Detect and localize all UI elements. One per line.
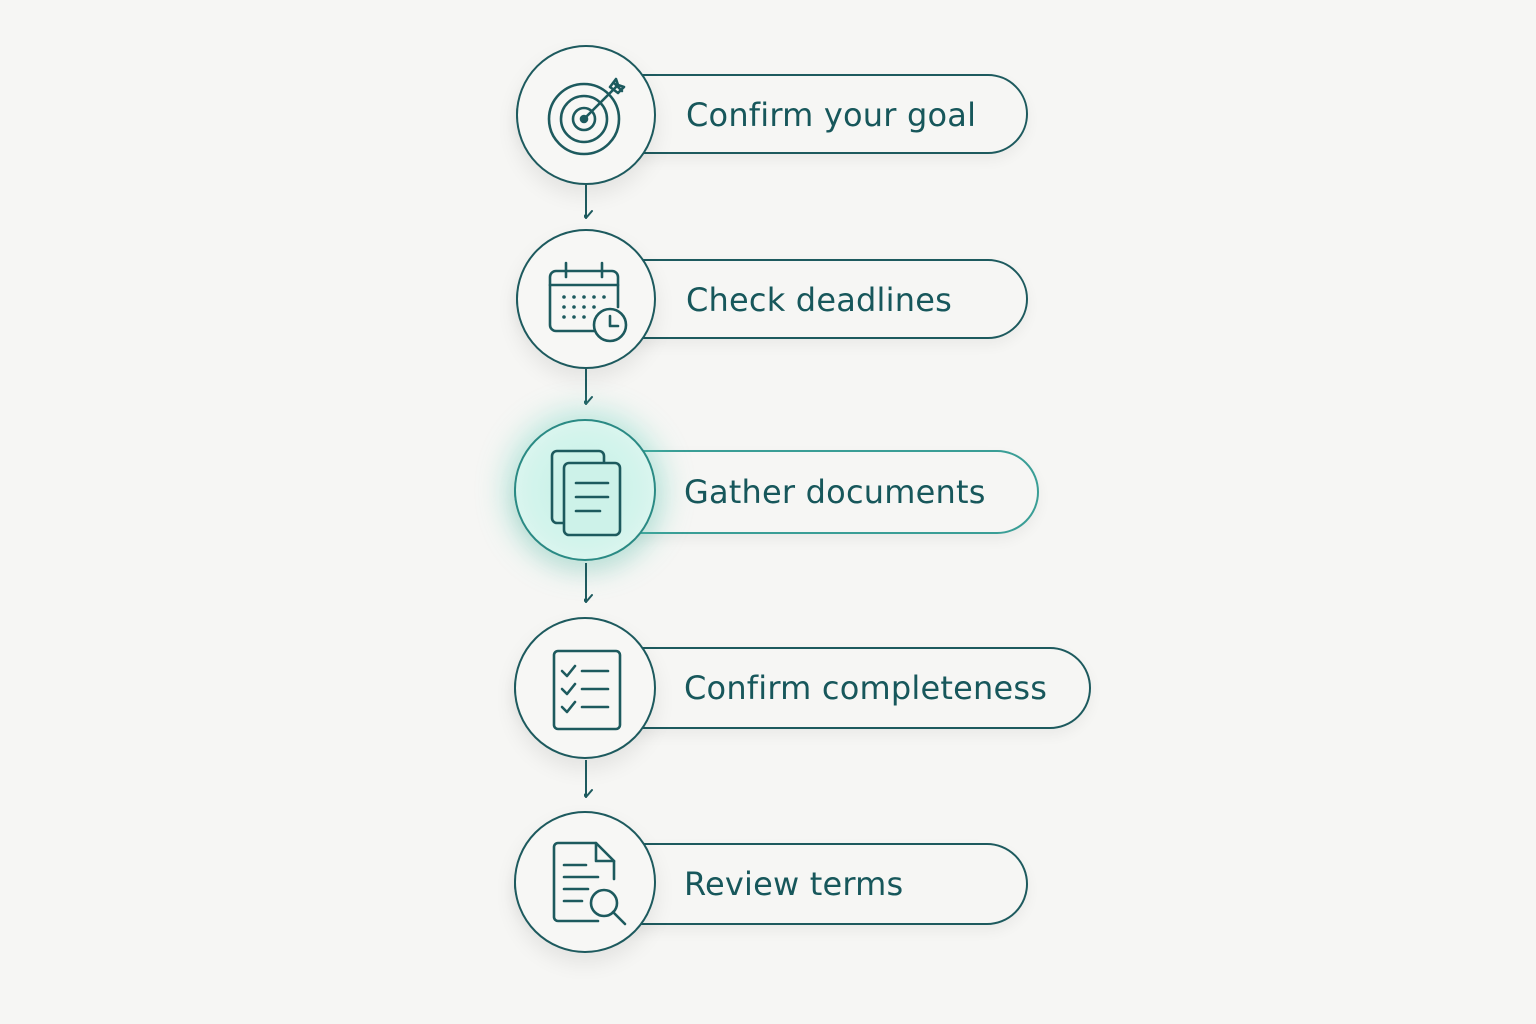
flow-arrow — [584, 369, 598, 407]
flow-arrow — [584, 563, 598, 605]
checklist-icon — [552, 649, 622, 731]
documents-icon — [550, 449, 622, 537]
step-icon-circle — [516, 229, 656, 369]
step-icon-circle — [514, 617, 656, 759]
step-icon-circle — [516, 45, 656, 185]
target-icon — [547, 77, 626, 156]
document-search-icon — [552, 841, 627, 926]
flow-arrow — [584, 185, 598, 221]
step-label: Confirm your goal — [686, 96, 977, 134]
step-icon-circle — [514, 419, 656, 561]
step-label: Check deadlines — [686, 281, 952, 319]
step-label: Confirm completeness — [684, 669, 1048, 707]
flow-arrow — [584, 760, 598, 800]
step-check-deadlines: Check deadlines — [0, 0, 1536, 400]
calendar-clock-icon — [548, 261, 628, 343]
step-confirm-completeness: Confirm completeness — [514, 617, 1091, 759]
step-gather-documents: Gather documents — [514, 419, 1039, 561]
step-review-terms: Review terms — [514, 811, 1028, 953]
step-confirm-goal: Confirm your goal — [0, 0, 1536, 200]
step-label: Gather documents — [684, 473, 986, 511]
step-icon-circle — [514, 811, 656, 953]
step-label: Review terms — [684, 865, 904, 903]
